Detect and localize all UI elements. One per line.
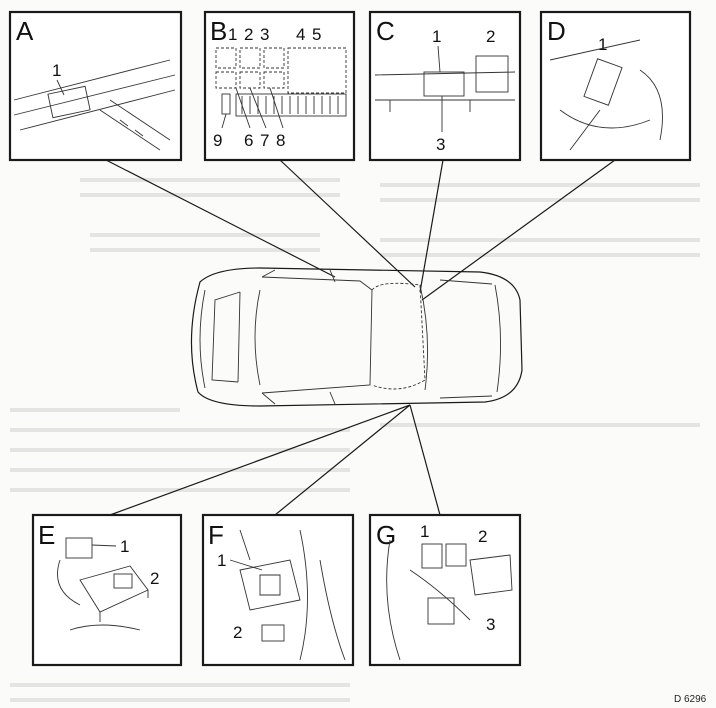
panel-c-callout-3: 3: [436, 135, 445, 154]
panel-b: B 1 2 3 4 5 9 6 7 8: [203, 10, 356, 162]
panel-e-letter: E: [38, 520, 55, 550]
panel-c-letter: C: [376, 16, 395, 46]
car-top-view: [190, 267, 523, 407]
panel-d-letter: D: [547, 16, 566, 46]
leader-lines: [105, 159, 616, 516]
panel-b-letter: B: [210, 16, 227, 46]
panel-b-callout-7: 7: [260, 131, 269, 150]
panel-g-callout-3: 3: [486, 615, 495, 634]
panel-b-callout-6: 6: [244, 131, 253, 150]
panel-e: E 1 2: [31, 513, 183, 667]
figure-reference: D 6296: [674, 694, 707, 705]
panel-d: D 1: [539, 10, 692, 162]
panel-f-callout-2: 2: [233, 623, 242, 642]
panel-a: A 1: [8, 10, 183, 162]
panel-b-callout-5: 5: [312, 25, 321, 44]
panel-b-callout-2: 2: [244, 25, 253, 44]
panel-g-callout-1: 1: [420, 522, 429, 541]
panel-b-callout-9: 9: [213, 131, 222, 150]
panel-g-letter: G: [376, 520, 396, 550]
background-bleed-text: [10, 178, 700, 702]
panel-d-callout-1: 1: [598, 35, 607, 54]
panel-g-callout-2: 2: [478, 527, 487, 546]
panel-a-callout-1: 1: [52, 61, 61, 80]
panel-a-letter: A: [16, 16, 34, 46]
panel-e-callout-2: 2: [150, 569, 159, 588]
panel-b-callout-3: 3: [260, 25, 269, 44]
panel-c-callout-2: 2: [486, 27, 495, 46]
panel-e-callout-1: 1: [120, 537, 129, 556]
panel-c: C 1 2 3: [368, 10, 522, 162]
panel-f-callout-1: 1: [217, 551, 226, 570]
panel-b-callout-1: 1: [228, 25, 237, 44]
panel-f: F 1 2: [201, 513, 355, 667]
panel-f-letter: F: [208, 520, 224, 550]
panel-c-callout-1: 1: [432, 27, 441, 46]
panel-b-callout-4: 4: [296, 25, 305, 44]
panel-g: G 1 2 3: [368, 513, 522, 667]
panel-b-callout-8: 8: [276, 131, 285, 150]
